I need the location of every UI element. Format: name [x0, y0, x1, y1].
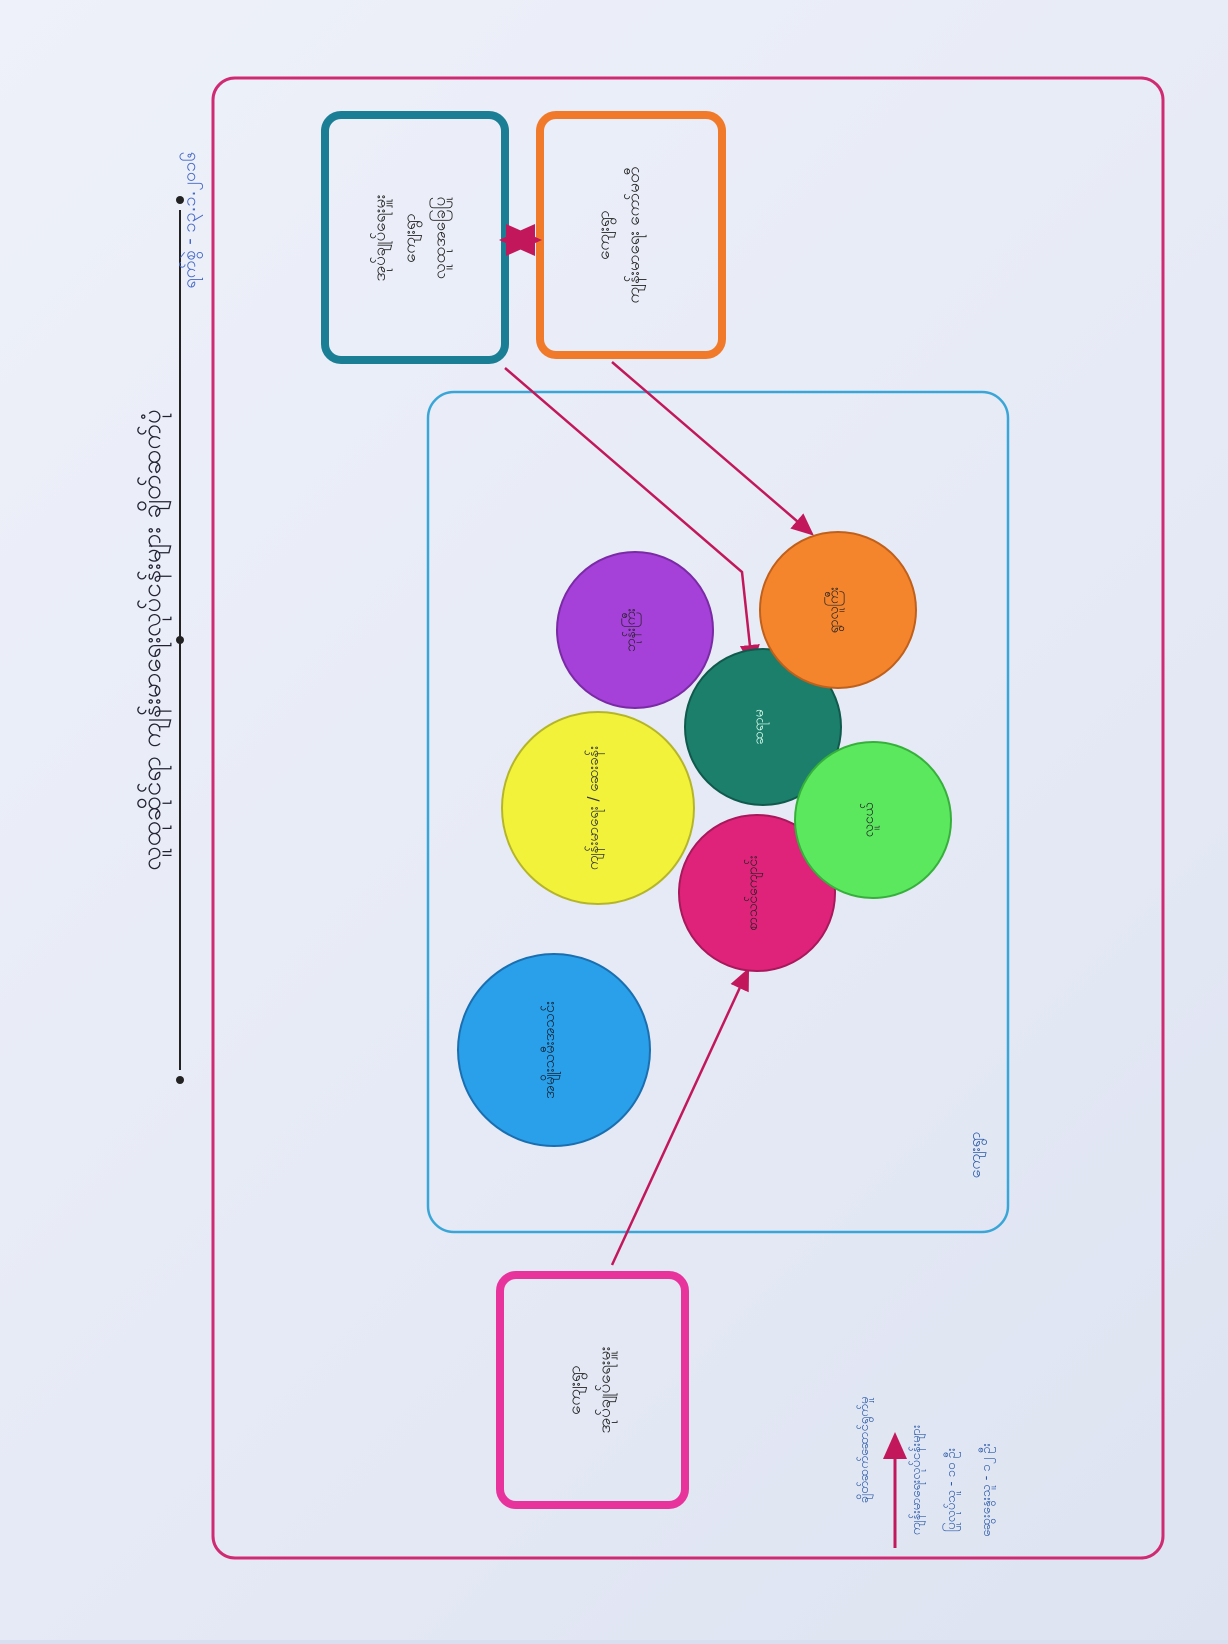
circle-group: အမျိုးသမီးအသင်း ကျန်းမာရေး / ဆေးခန်း ဘုန…	[457, 531, 952, 1147]
legend-line3: ပြုလုပ်သူ - ၁၀ ဦး	[942, 1448, 961, 1532]
arrow-committee	[611, 361, 814, 536]
admin-line1: အုပ်ချုပ်ရေးမှူး	[370, 194, 393, 281]
village-label-group: ကျေးရွာ	[965, 1132, 987, 1179]
village-frame	[426, 390, 1010, 1234]
village-label: ကျေးရွာ	[965, 1132, 987, 1179]
svg-text:လူငယ်: လူငယ်	[861, 802, 879, 837]
legend: ချိတ်ဆက်ဆောင်ရွက်မှု ကျန်းမာရေးလုပ်ငန်းမ…	[856, 1397, 996, 1548]
page-title: လူထုဆိုင်ရာ ကျန်းမာရေးလုပ်ငန်းများ ချိတ်…	[136, 409, 172, 871]
legend-line1: ချိတ်ဆက်ဆောင်ရွက်မှု	[856, 1397, 874, 1504]
arrow-leader	[610, 967, 750, 1266]
admin-line2: ကျေးရွာ	[400, 213, 423, 263]
legend-line4: ဆွေးနွေးသူ - ၁၂ ဦး	[978, 1443, 996, 1537]
date-group: ရက်စွဲ - ၁၃.၁.၂၀၁၆	[179, 151, 203, 288]
svg-text:ဆရာမ: ဆရာမ	[751, 709, 769, 744]
circle-school: စာသင်ကျောင်း	[678, 814, 836, 972]
committee-line1: ကျေးရွာ	[594, 210, 617, 260]
leader-box	[496, 1271, 689, 1509]
svg-text:စာသင်ကျောင်း: စာသင်ကျောင်း	[745, 855, 763, 931]
leader-line2: အုပ်ချုပ်ရေးမှူး	[595, 1346, 618, 1433]
committee-line2: ကျန်းမာရေး ကော်မတီ	[624, 167, 647, 304]
svg-text:ဘုန်းကြီး: ဘုန်းကြီး	[622, 608, 641, 652]
svg-text:ရွာလူကြီး: ရွာလူကြီး	[825, 586, 844, 633]
legend-line2: ကျန်းမာရေးလုပ်ငန်းများ	[908, 1425, 926, 1535]
date-text: ရက်စွဲ - ၁၃.၁.၂၀၁၆	[179, 151, 203, 288]
circle-women: အမျိုးသမီးအသင်း	[457, 953, 651, 1147]
admin-line3: လူထုအခြေပြု	[428, 197, 453, 280]
circle-nurse: ဆရာမ	[684, 648, 842, 806]
leader-box-text: ကျေးရွာ အုပ်ချုပ်ရေးမှူး	[565, 1346, 618, 1433]
outer-frame	[211, 76, 1165, 1560]
circle-youth: လူငယ်	[794, 741, 952, 899]
svg-text:ကျန်းမာရေး / ဆေးခန်း: ကျန်းမာရေး / ဆေးခန်း	[584, 746, 605, 871]
svg-text:အမျိုးသမီးအသင်း: အမျိုးသမီးအသင်း	[540, 1001, 561, 1099]
admin-box-text: အုပ်ချုပ်ရေးမှူး ကျေးရွာ လူထုအခြေပြု	[370, 194, 453, 281]
circle-elder: ရွာလူကြီး	[759, 531, 917, 689]
circle-monk: ဘုန်းကြီး	[556, 551, 714, 709]
title-group: လူထုဆိုင်ရာ ကျန်းမာရေးလုပ်ငန်းများ ချိတ်…	[136, 196, 184, 1084]
leader-line1: ကျေးရွာ	[565, 1365, 588, 1415]
committee-box-text: ကျေးရွာ ကျန်းမာရေး ကော်မတီ	[594, 167, 647, 304]
arrow-admin	[504, 367, 760, 668]
circle-health: ကျန်းမာရေး / ဆေးခန်း	[501, 711, 695, 905]
